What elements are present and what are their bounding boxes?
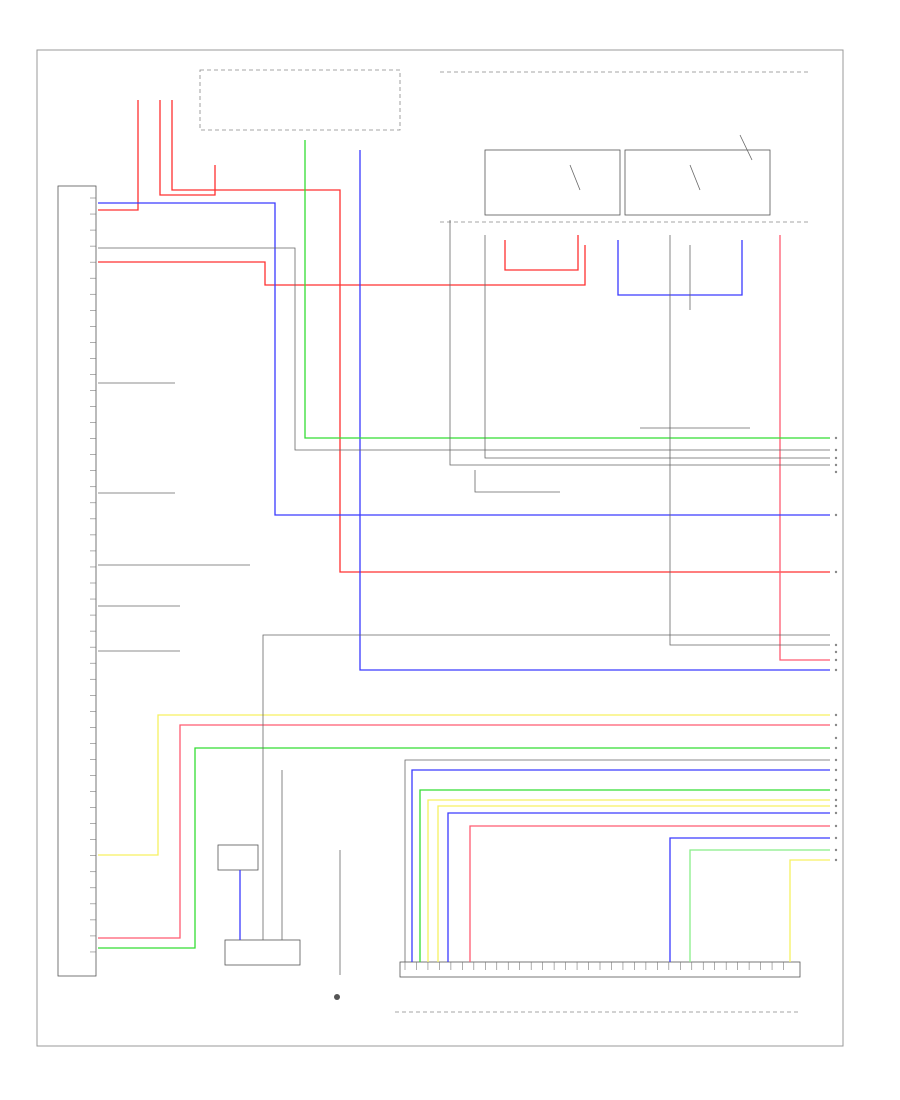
top-fuse-box-outline [199, 69, 401, 131]
wire-red-top-3 [171, 100, 830, 573]
right-terminal [834, 463, 838, 467]
right-terminal [834, 804, 838, 808]
wire-blue-b2 [447, 812, 830, 962]
relay-switch-3 [739, 134, 753, 161]
right-terminal [834, 824, 838, 828]
wire-gray-8 [404, 759, 830, 962]
right-terminal [834, 713, 838, 717]
wire-yellow-b1 [427, 799, 830, 962]
relay-left [484, 149, 621, 216]
wire-green-b2 [419, 789, 830, 962]
wire-blue-b3 [669, 837, 830, 962]
wire-blue-top [98, 202, 830, 516]
wire-blue-relay [617, 240, 743, 296]
wire-gray-5 [669, 235, 830, 646]
sensor-box-small [217, 844, 259, 871]
bottom-module-pins [404, 962, 784, 970]
right-terminal [834, 798, 838, 802]
right-terminal [834, 723, 838, 727]
right-terminal [834, 746, 838, 750]
right-terminal [834, 836, 838, 840]
right-terminal [834, 811, 838, 815]
right-terminal [834, 643, 838, 647]
wire-lightgreen-b [689, 849, 830, 962]
wire-red-main [98, 245, 586, 286]
right-terminal [834, 436, 838, 440]
right-terminal [834, 470, 838, 474]
wire-pink-lower [98, 724, 830, 939]
diagram-frame [36, 49, 844, 1047]
wire-red-top-1 [98, 100, 139, 211]
ground-symbol [334, 994, 340, 1000]
right-terminal [834, 650, 838, 654]
right-terminal [834, 456, 838, 460]
wire-blue-right [359, 150, 830, 671]
wire-red-top-2 [159, 100, 216, 196]
wire-green-lower [98, 747, 830, 949]
wire-yellow-b3 [789, 859, 830, 962]
right-terminal [834, 513, 838, 517]
right-terminals [834, 436, 838, 862]
wire-blue-b1 [411, 769, 830, 962]
right-terminal [834, 778, 838, 782]
right-terminal [834, 668, 838, 672]
wire-gray-3 [484, 235, 830, 459]
left-control-module [57, 185, 97, 977]
right-terminal [834, 658, 838, 662]
relay-switch-2 [689, 164, 701, 191]
wire-gray-1 [98, 247, 830, 451]
sensor-module [224, 939, 301, 966]
right-terminal [834, 758, 838, 762]
relay-switch-1 [569, 164, 581, 191]
wire-green-top [304, 140, 830, 439]
right-terminal [834, 570, 838, 574]
wire-pink-bottom [469, 825, 830, 962]
wire-yellow-b2 [437, 805, 830, 962]
wire-gray-2 [449, 220, 830, 466]
right-terminal [834, 736, 838, 740]
right-terminal [834, 768, 838, 772]
wire-gray-7 [262, 634, 830, 940]
wire-gray-4 [474, 470, 560, 493]
wire-red-right [504, 235, 579, 271]
right-terminal [834, 788, 838, 792]
right-terminal [834, 448, 838, 452]
wire-pink-right [779, 235, 830, 661]
right-terminal [834, 848, 838, 852]
wire-yellow-left [98, 714, 830, 856]
relay-right [624, 149, 771, 216]
left-module-pins [90, 197, 96, 953]
right-terminal [834, 858, 838, 862]
